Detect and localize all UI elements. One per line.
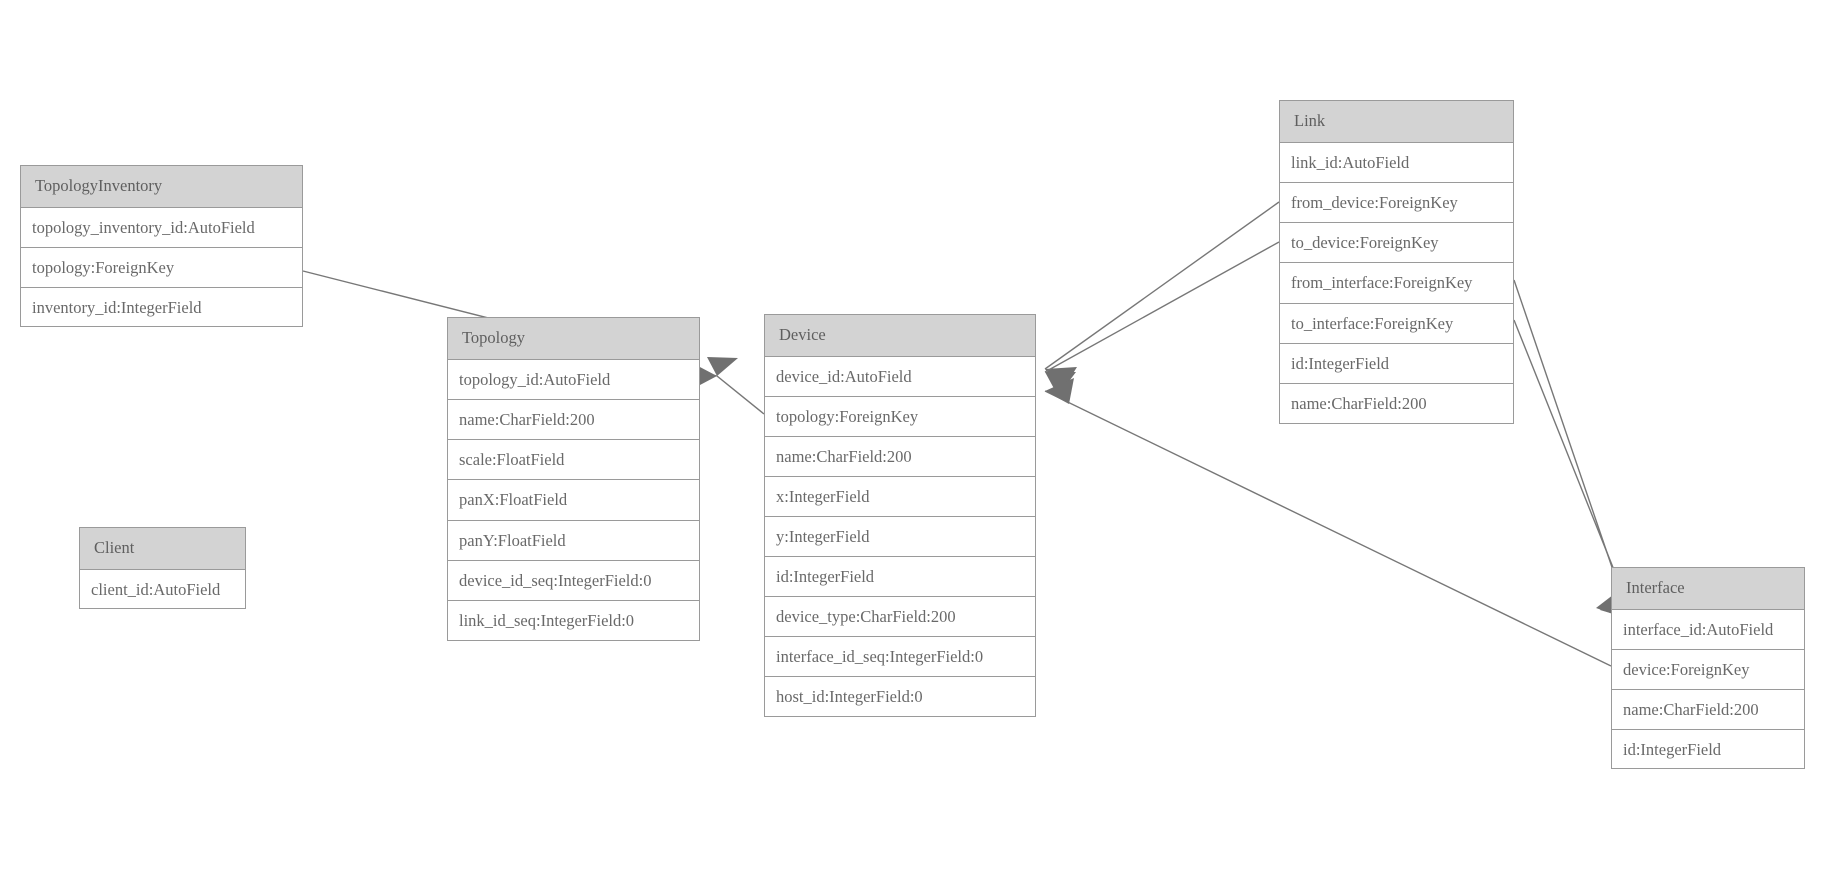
entity-field-row: device_id:AutoField (765, 357, 1035, 397)
entity-field-row: x:IntegerField (765, 477, 1035, 517)
entity-field-row: topology_id:AutoField (448, 360, 699, 400)
entity-field-row: device:ForeignKey (1612, 650, 1804, 690)
entity-field-row: topology:ForeignKey (765, 397, 1035, 437)
entity-field-row: panX:FloatField (448, 480, 699, 521)
entity-field-row: from_interface:ForeignKey (1280, 263, 1513, 304)
entity-field-row: topology:ForeignKey (21, 248, 302, 288)
relationship-arrowhead (1045, 378, 1074, 404)
entity-field-row: name:CharField:200 (1291, 394, 1427, 414)
entity-field-row: name:CharField:200 (765, 437, 1035, 477)
relationship-line (1044, 201, 1280, 370)
relationship-arrowhead (1045, 372, 1076, 396)
entity-field-row: to_device:ForeignKey (1280, 223, 1513, 264)
relationship-line (1044, 390, 1612, 667)
entity-field-row: panY:FloatField (448, 521, 699, 561)
entity-field-row: link_id_seq:IntegerField:0 (459, 611, 635, 631)
entity-field-row: name:CharField:200 (448, 400, 699, 441)
entity-field-row: client_id:AutoField (91, 579, 221, 599)
relationship-line (716, 375, 765, 415)
entity-field-row: host_id:IntegerField:0 (776, 687, 923, 707)
entity-header-link: Link (1280, 101, 1513, 143)
entity-field-row: link_id:AutoField (1280, 143, 1513, 183)
entity-field-row: inventory_id:IntegerField (32, 297, 202, 317)
entity-client[interactable]: Client client_id:AutoField (79, 527, 246, 609)
entity-field-row: device_type:CharField:200 (765, 597, 1035, 638)
relationship-arrowhead (1045, 367, 1077, 391)
entity-field-row: y:IntegerField (765, 517, 1035, 558)
entity-header-device: Device (765, 315, 1035, 357)
entity-field-row: interface_id_seq:IntegerField:0 (765, 637, 1035, 678)
entity-field-row: id:IntegerField (1280, 344, 1513, 385)
rel-link-device-from (1044, 201, 1280, 391)
entity-field-row: id:IntegerField (1623, 739, 1722, 759)
entity-header-client: Client (80, 528, 245, 570)
entity-field-row: id:IntegerField (765, 557, 1035, 598)
entity-field-row: topology_inventory_id:AutoField (21, 208, 302, 248)
entity-header-interface: Interface (1612, 568, 1804, 610)
relationship-line (1044, 241, 1280, 373)
entity-field-row: name:CharField:200 (1612, 690, 1804, 730)
entity-field-row: to_interface:ForeignKey (1280, 304, 1513, 344)
rel-link-device-to (1044, 241, 1280, 396)
entity-field-row: interface_id:AutoField (1612, 610, 1804, 650)
entity-field-row: from_device:ForeignKey (1280, 183, 1513, 224)
entity-header-topology: Topology (448, 318, 699, 360)
entity-field-row: device_id_seq:IntegerField:0 (448, 561, 699, 602)
rel-device-topology (707, 357, 765, 415)
entity-field-row: scale:FloatField (448, 440, 699, 481)
entity-header-topology_inventory: TopologyInventory (21, 166, 302, 208)
relationship-arrowhead (707, 357, 738, 376)
